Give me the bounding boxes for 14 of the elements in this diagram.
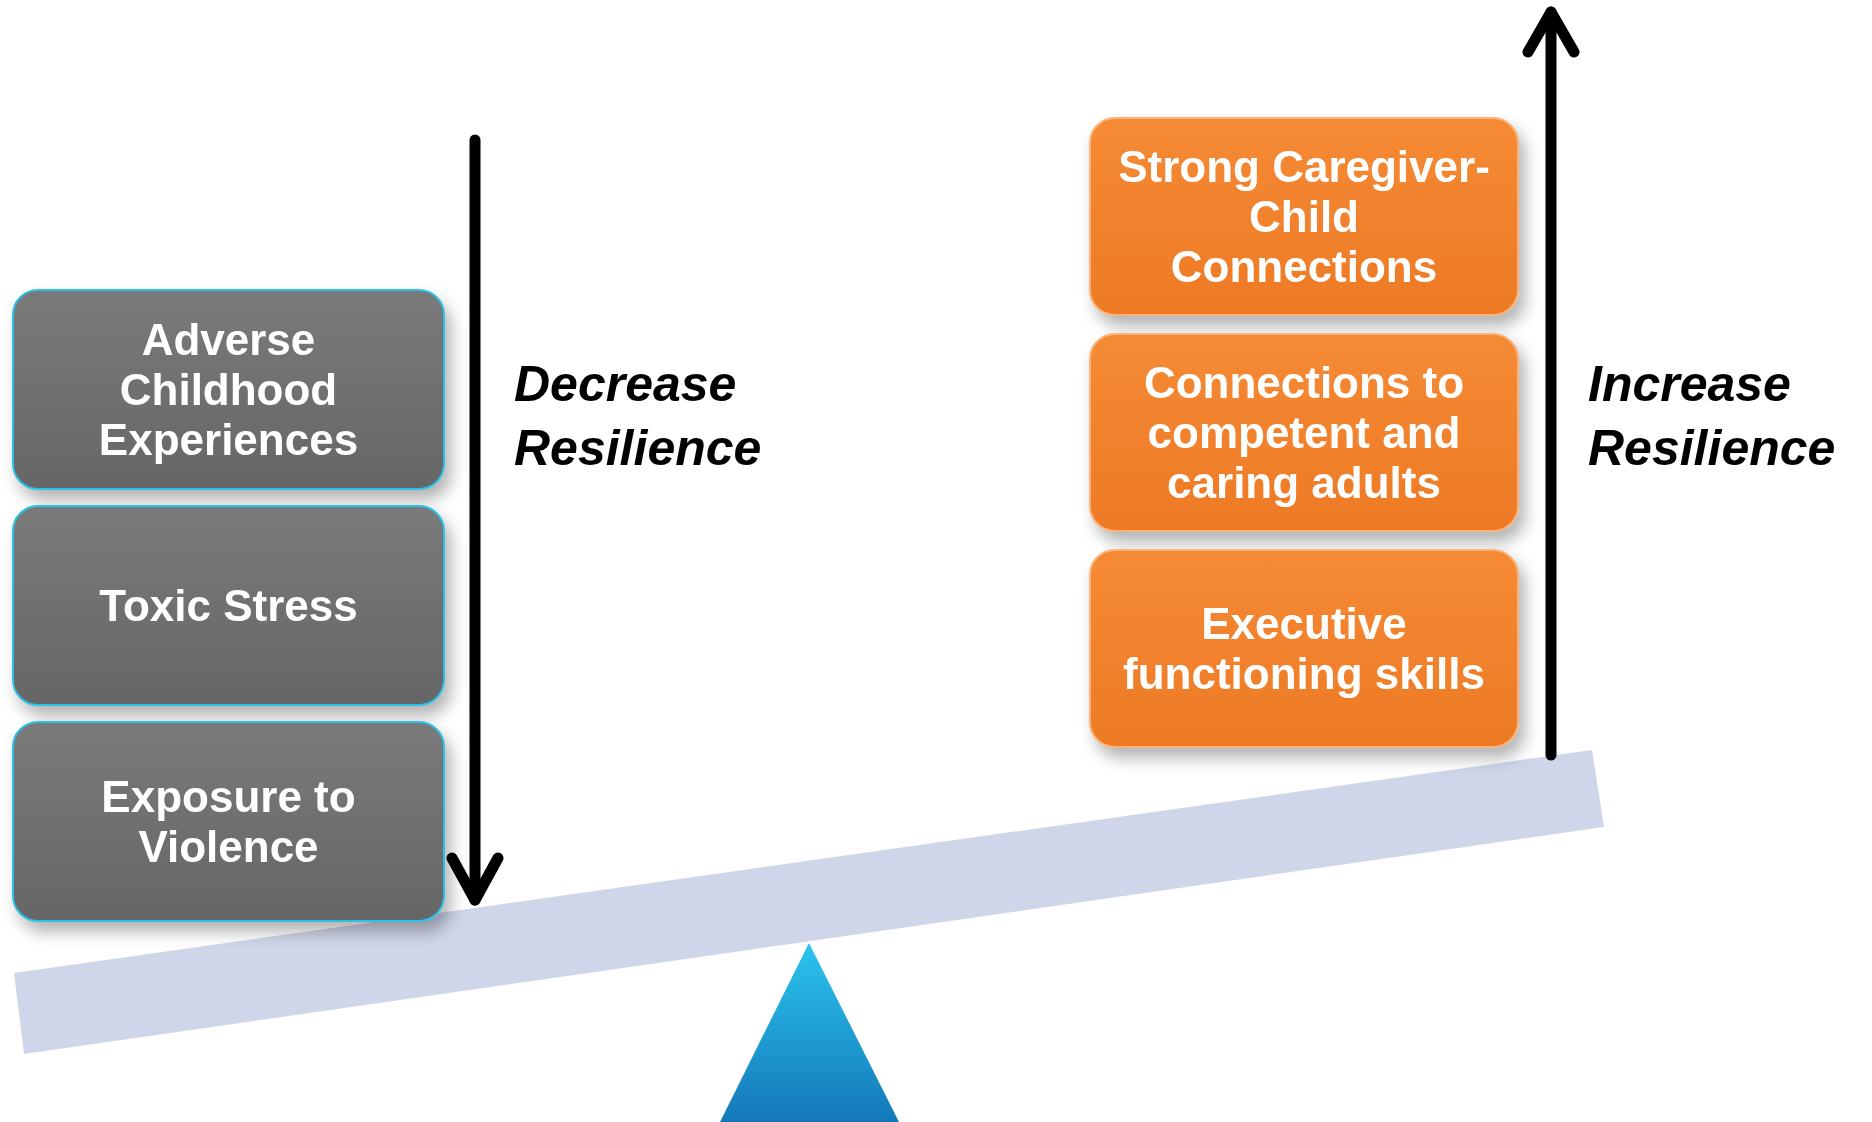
factor-box [1089, 333, 1519, 532]
box-text: Exposure to Violence [100, 771, 357, 872]
box-text: Executive functioning skills [1122, 598, 1486, 699]
factor-box [1089, 117, 1519, 316]
arrow-caption: Decrease Resilience [514, 355, 763, 478]
box-text: Toxic Stress [99, 580, 358, 631]
factor-box [1089, 549, 1519, 748]
factor-box [12, 505, 445, 706]
box-text: Connections to competent and caring adults [1142, 357, 1466, 508]
box-text: Adverse Childhood Experiences [97, 314, 360, 465]
arrow-caption: Increase Resilience [1588, 355, 1837, 478]
box-text: Strong Caregiver-Child Connections [1117, 141, 1491, 292]
factor-box [12, 721, 445, 922]
factor-box [12, 289, 445, 490]
